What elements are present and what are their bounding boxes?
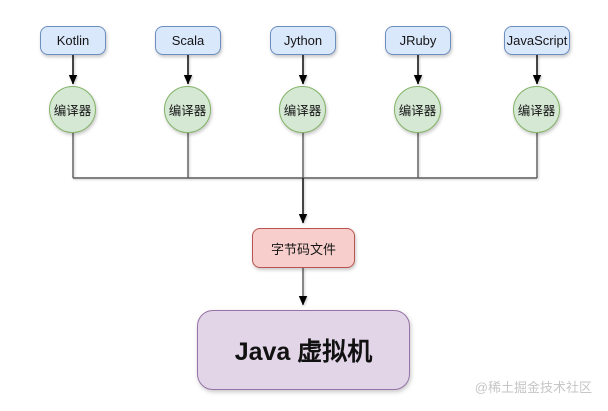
watermark-text: @稀土掘金技术社区	[474, 380, 592, 395]
node-bytecode-file: 字节码文件	[252, 228, 355, 268]
node-jython: Jython	[270, 26, 336, 55]
node-java-virtual-machine: Java 虚拟机	[197, 310, 410, 390]
compiler-node-javascript: 编译器	[513, 86, 560, 133]
compiler-node-kotlin: 编译器	[49, 86, 96, 133]
node-jruby: JRuby	[385, 26, 451, 55]
compiler-node-jruby: 编译器	[394, 86, 441, 133]
compiler-node-jython: 编译器	[279, 86, 326, 133]
node-kotlin: Kotlin	[40, 26, 106, 55]
compiler-node-scala: 编译器	[164, 86, 211, 133]
node-scala: Scala	[155, 26, 221, 55]
node-javascript: JavaScript	[504, 26, 570, 55]
